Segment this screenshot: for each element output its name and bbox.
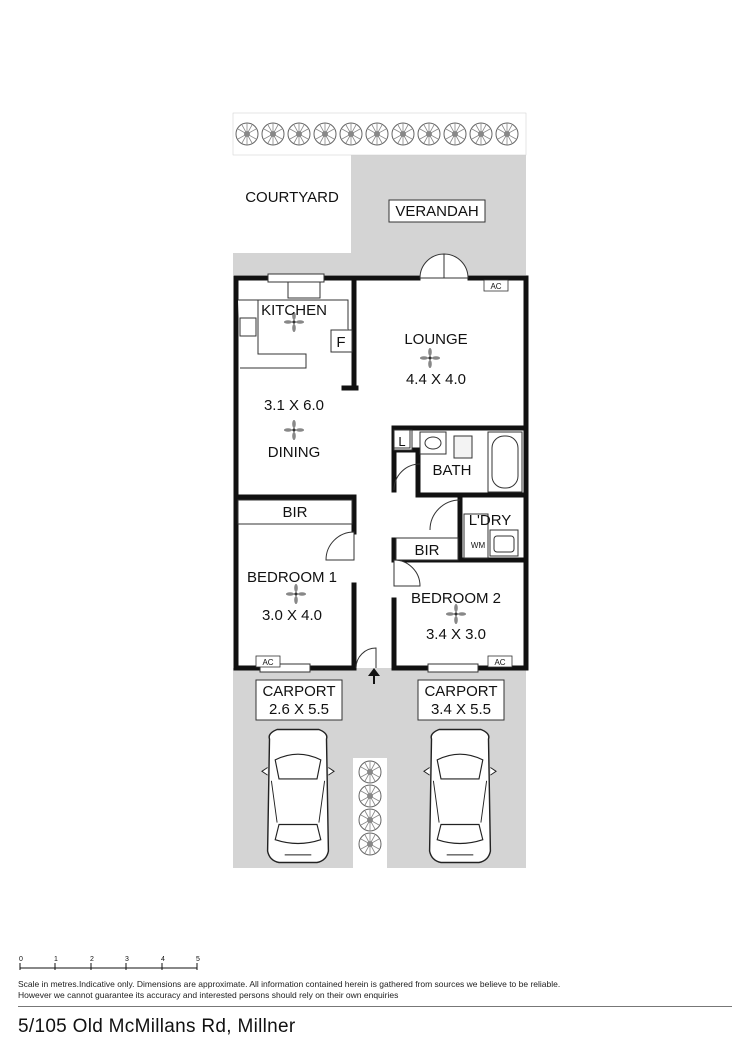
bedroom2-label: BEDROOM 2 <box>411 590 501 607</box>
walls <box>233 275 529 671</box>
courtyard-label: COURTYARD <box>245 189 339 206</box>
bath-label: BATH <box>433 462 472 479</box>
scale-tick-label: 5 <box>196 956 200 963</box>
carport1-label: CARPORT <box>262 683 335 700</box>
washing-machine-label: WM <box>471 541 486 550</box>
fridge-box <box>330 329 353 353</box>
bir-label-2: BIR <box>414 542 439 559</box>
scale-tick-label: 4 <box>161 956 165 963</box>
lounge-dims: 4.4 X 4.0 <box>406 371 466 388</box>
dining-dims: 3.1 X 6.0 <box>264 397 324 414</box>
laundry-label: L'DRY <box>469 512 512 529</box>
kitchen-counters <box>238 281 353 369</box>
carport2-label-box <box>417 679 505 721</box>
disclaimer-text: Scale in metres.Indicative only. Dimensi… <box>18 979 561 1000</box>
carport1-label-box <box>255 679 343 721</box>
verandah-label-box <box>388 199 486 223</box>
bir-label-1: BIR <box>282 504 307 521</box>
carport2-label: CARPORT <box>424 683 497 700</box>
lounge-label: LOUNGE <box>404 331 467 348</box>
courtyard-area <box>233 155 351 253</box>
bedroom1-label: BEDROOM 1 <box>247 569 337 586</box>
floor-plan: COURTYARD VERANDAH KITCHEN F LOUNGE 4.4 … <box>19 112 529 970</box>
bedroom2-dims: 3.4 X 3.0 <box>426 626 486 643</box>
linen-label: L <box>398 434 405 449</box>
tree-row-top <box>235 122 519 146</box>
scale-bar: 0 1 2 3 4 5 <box>19 956 200 970</box>
wardrobes <box>237 499 459 561</box>
ac-box-lounge <box>483 279 509 292</box>
scale-tick-label: 1 <box>54 956 58 963</box>
entry-arrow-icon <box>368 668 380 684</box>
scale-tick-label: 0 <box>19 956 23 963</box>
carport1-dims: 2.6 X 5.5 <box>269 701 329 718</box>
ac-label-lounge: AC <box>490 282 501 291</box>
scale-tick-label: 2 <box>90 956 94 963</box>
divider <box>18 1006 732 1007</box>
scale-tick-label: 3 <box>125 956 129 963</box>
ac-box-bed2 <box>487 655 513 668</box>
ac-label-bed2: AC <box>494 658 505 667</box>
car-icon <box>423 728 497 864</box>
house-floor <box>236 278 526 668</box>
bath-fixtures <box>393 429 523 559</box>
tree-column-driveway <box>353 758 387 868</box>
dining-label: DINING <box>268 444 321 461</box>
verandah-label: VERANDAH <box>395 203 478 220</box>
carport2-dims: 3.4 X 5.5 <box>431 701 491 718</box>
bedroom1-dims: 3.0 X 4.0 <box>262 607 322 624</box>
kitchen-label: KITCHEN <box>261 302 327 319</box>
fridge-label: F <box>336 334 345 351</box>
ac-box-bed1 <box>255 655 281 668</box>
ac-label-bed1: AC <box>262 658 273 667</box>
linen-box <box>393 429 411 449</box>
doors <box>325 253 469 669</box>
property-address: 5/105 Old McMillans Rd, Millner <box>18 1016 296 1037</box>
car-icon <box>261 728 335 864</box>
